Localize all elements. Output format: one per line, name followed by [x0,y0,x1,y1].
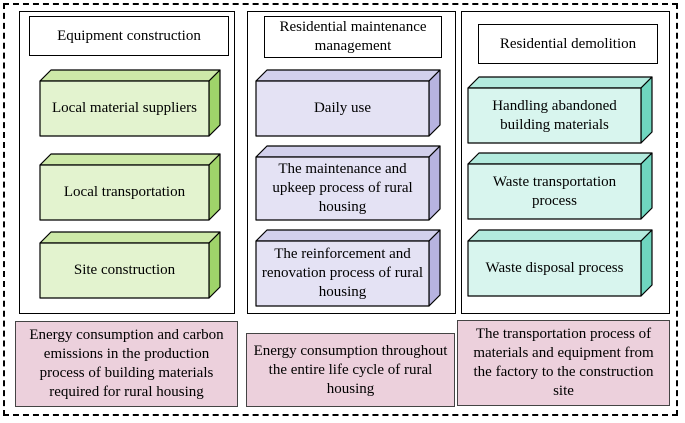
box-shape [255,145,441,221]
diagram-frame [3,3,678,416]
box-front-face [39,164,210,221]
box-front-face [255,80,430,137]
box-front-face [467,163,642,220]
box-shape [467,76,653,144]
box-handling-abandoned: Handling abandoned building materials [467,76,653,144]
box-side-face [428,229,441,307]
box-label: Local material suppliers [52,100,197,116]
box-front-face [39,80,210,137]
box-daily-use: Daily use [255,69,441,137]
box-top-face [255,69,441,82]
box-side-face [640,229,653,297]
box-top-face [39,231,221,244]
box-top-face [467,152,653,165]
box-maintenance-upkeep: The maintenance and upkeep process of ru… [255,145,441,221]
box-top-face [467,76,653,89]
box-shape [255,229,441,307]
box-side-face [208,153,221,221]
title-equipment-construction: Equipment construction [29,16,229,56]
box-top-face [255,229,441,242]
box-side-face [208,231,221,299]
box-label: Waste disposal process [485,260,624,276]
box-local-transportation: Local transportation [39,153,221,221]
box-front-face [467,240,642,297]
note-life-cycle-energy: Energy consumption throughout the entire… [246,333,455,407]
box-label: The reinforcement and renovation process… [261,246,424,300]
box-waste-disposal: Waste disposal process [467,229,653,297]
title-residential-maintenance: Residential maintenance management [264,16,442,58]
box-label: Local transportation [63,184,186,200]
box-shape [39,231,221,299]
box-top-face [255,145,441,158]
box-side-face [428,69,441,137]
box-shape [467,229,653,297]
box-shape [467,152,653,220]
box-label: The maintenance and upkeep process of ru… [272,161,413,215]
box-side-face [208,69,221,137]
box-top-face [39,69,221,82]
note-transportation-process: The transportation process of materials … [457,320,670,406]
box-local-material-suppliers: Local material suppliers [39,69,221,137]
box-label: Daily use [313,100,372,116]
box-label: Waste transportation process [492,173,617,209]
box-reinforcement-renovation: The reinforcement and renovation process… [255,229,441,307]
title-residential-demolition: Residential demolition [478,24,658,64]
box-waste-transportation: Waste transportation process [467,152,653,220]
box-shape [255,69,441,137]
box-label: Site construction [73,262,176,278]
box-side-face [428,145,441,221]
box-front-face [467,87,642,144]
box-label: Handling abandoned building materials [492,97,617,133]
box-shape [39,69,221,137]
note-building-materials-energy: Energy consumption and carbon emissions … [15,321,238,407]
box-front-face [255,156,430,221]
box-side-face [640,76,653,144]
box-side-face [640,152,653,220]
box-shape [39,153,221,221]
box-site-construction: Site construction [39,231,221,299]
box-front-face [255,240,430,307]
box-top-face [467,229,653,242]
box-front-face [39,242,210,299]
box-top-face [39,153,221,166]
